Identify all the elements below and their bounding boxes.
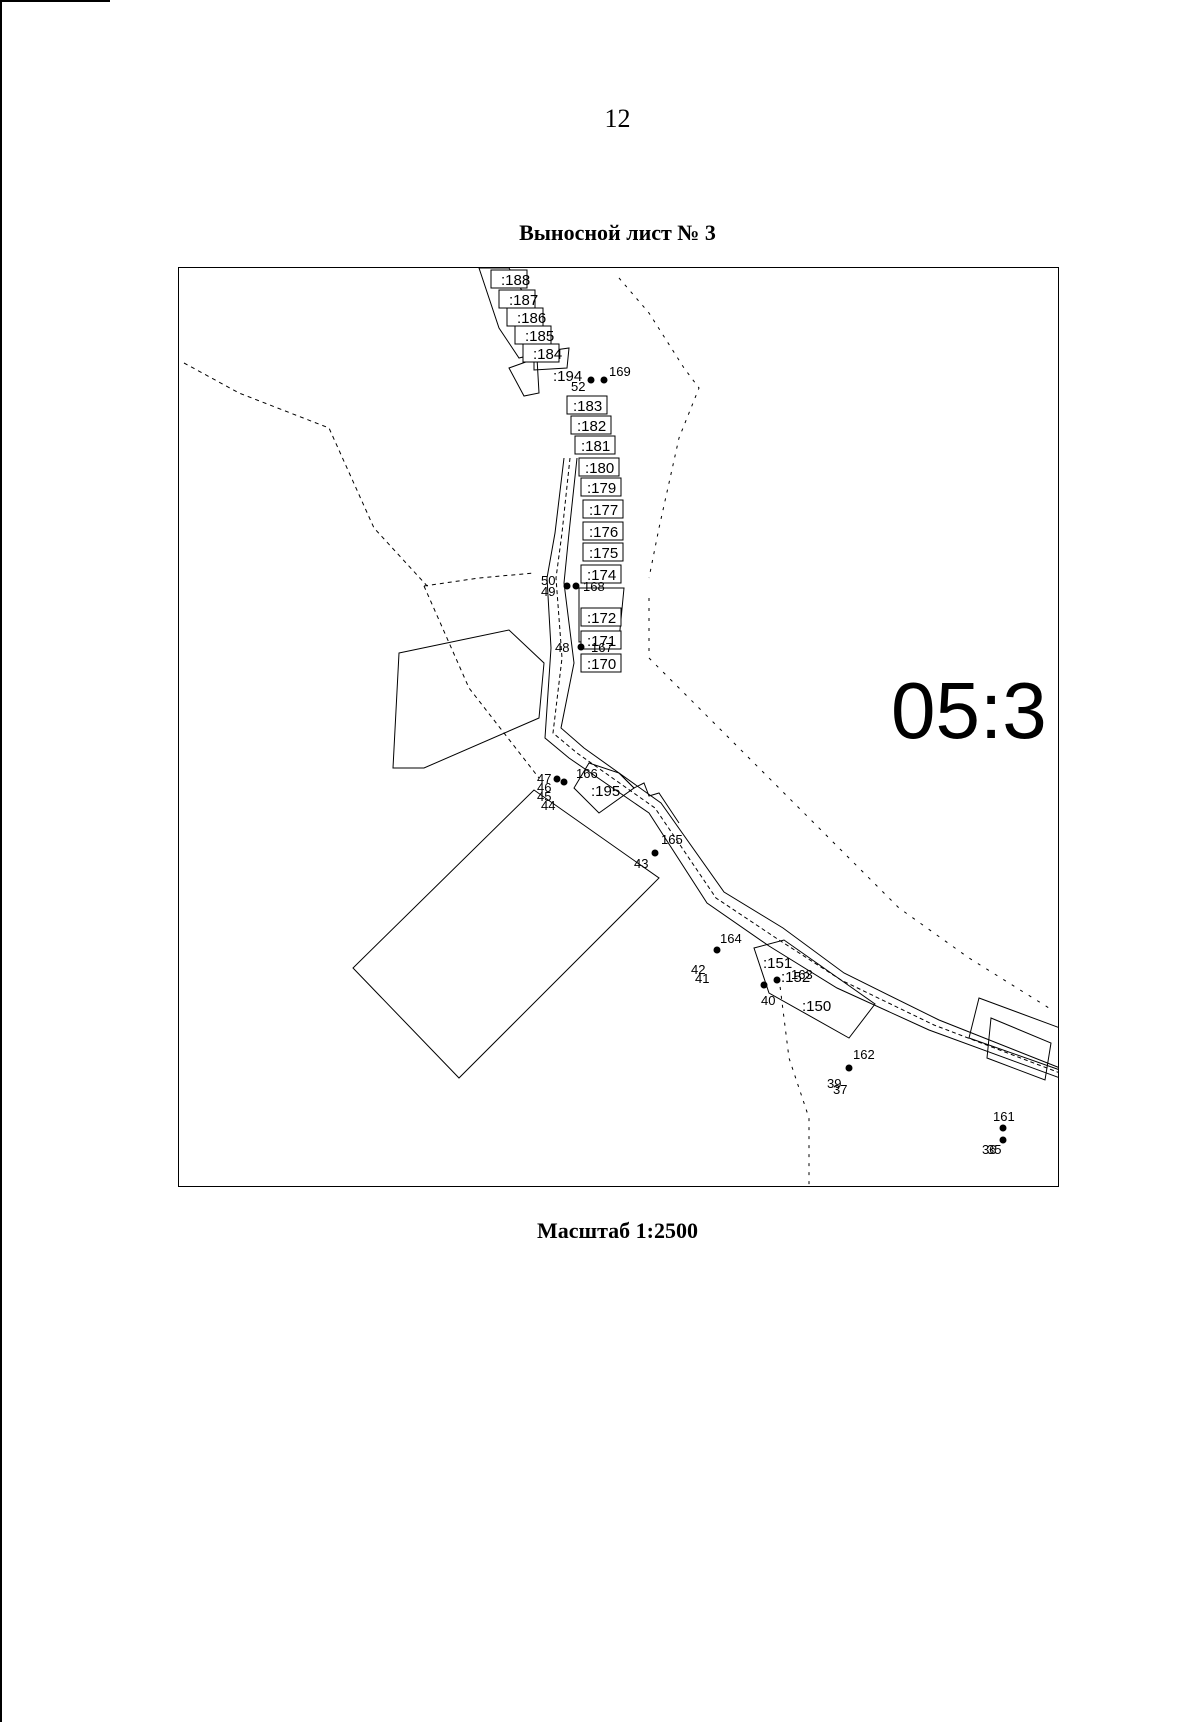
parcel-label: :188	[501, 272, 530, 289]
quarter-label: 05:3	[891, 666, 1047, 755]
parcel-label: :172	[587, 610, 616, 627]
page-edge-left	[0, 0, 2, 1722]
point-labels: 169 52 168 50 49 48 167 166 47 46 45 44 …	[537, 364, 1015, 1157]
point-label: 35	[987, 1142, 1001, 1157]
point-label: 163	[791, 967, 813, 982]
parcel-195	[573, 762, 635, 814]
parcel-label: :152	[781, 969, 810, 986]
parcel-label: :151	[763, 955, 792, 972]
parcel-label: :186	[517, 310, 546, 327]
point-label: 48	[555, 640, 569, 655]
point-label: 43	[634, 856, 648, 871]
parcel-south-east-inner	[986, 1017, 1052, 1081]
boundary-dashed-mid	[423, 572, 535, 587]
road-edge-west	[544, 457, 1058, 1078]
point-label: 39	[827, 1076, 841, 1091]
parcel-label: :184	[533, 346, 562, 363]
parcel-label: :183	[573, 398, 602, 415]
point-label: 52	[571, 379, 585, 394]
point-label: 44	[541, 798, 555, 813]
point-label: 167	[591, 640, 613, 655]
boundary-dashed-north	[618, 277, 700, 579]
parcel-label: :180	[585, 460, 614, 477]
point-label: 46	[537, 780, 551, 795]
parcel-zigzag	[618, 772, 680, 824]
parcel-label: :171	[587, 633, 616, 650]
point-label: 42	[691, 962, 705, 977]
parcel-label: :179	[587, 480, 616, 497]
point-label: 168	[583, 579, 605, 594]
point-label: 49	[541, 584, 555, 599]
point-label: 50	[541, 573, 555, 588]
cadastral-map: :188 :187 :186 :185 :184 :194 :183 :182 …	[183, 268, 1058, 1186]
parcel-label: :181	[581, 438, 610, 455]
point-label: 37	[833, 1082, 847, 1097]
point-label: 164	[720, 931, 742, 946]
parcel-label: :150	[802, 998, 831, 1015]
page-number: 12	[604, 104, 631, 133]
parcel-large-south-west	[352, 789, 660, 1079]
point-label: 165	[661, 832, 683, 847]
point-label: 47	[537, 771, 551, 786]
parcel-label: :194	[553, 368, 582, 385]
point-label: 41	[695, 971, 709, 986]
parcel-label: :174	[587, 567, 616, 584]
parcel-label: :182	[577, 418, 606, 435]
point-label: 161	[993, 1109, 1015, 1124]
sheet-title: Выносной лист № 3	[519, 220, 716, 245]
map-frame: :188 :187 :186 :185 :184 :194 :183 :182 …	[178, 267, 1059, 1187]
parcel-large-north-west	[392, 629, 545, 769]
parcel-label: :185	[525, 328, 554, 345]
survey-points	[553, 376, 1007, 1144]
page-edge-top	[0, 0, 110, 2]
parcel-label: :195	[591, 783, 620, 800]
point-label: 45	[537, 789, 551, 804]
scale-caption: Масштаб 1:2500	[536, 1218, 698, 1243]
parcel-label: :176	[589, 524, 618, 541]
boundary-dashed-west	[183, 362, 430, 589]
point-label: 40	[761, 993, 775, 1008]
parcel-label: :175	[589, 545, 618, 562]
point-label: 162	[853, 1047, 875, 1062]
parcel-label: :170	[587, 656, 616, 673]
road-centre-dashed	[552, 457, 1058, 1073]
point-label: 169	[609, 364, 631, 379]
road-edge-east	[560, 457, 1058, 1068]
boundary-dashed-east	[648, 598, 1050, 1009]
parcel-labels: :188 :187 :186 :185 :184 :194 :183 :182 …	[501, 272, 831, 1015]
parcel-south-east	[968, 997, 1058, 1070]
parcel-label: :187	[509, 292, 538, 309]
point-label: 36	[982, 1142, 996, 1157]
boundary-dashed-diagonal	[423, 585, 540, 779]
point-label: 166	[576, 766, 598, 781]
parcel-label: :177	[589, 502, 618, 519]
